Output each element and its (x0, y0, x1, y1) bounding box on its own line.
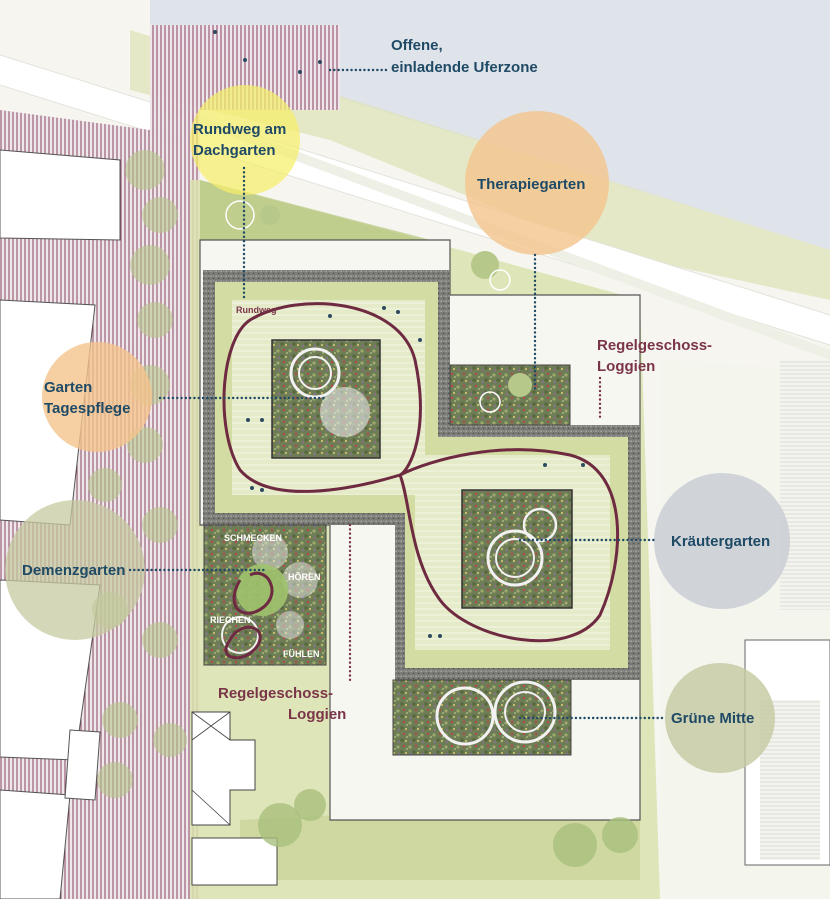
label-rundweg-line2: Dachgarten (193, 142, 276, 159)
south-trees (258, 789, 638, 867)
therapiegarten-bed (449, 364, 571, 426)
leader-lines (128, 68, 667, 720)
label-schmecken: SCHMECKEN (224, 533, 282, 543)
highlight-kraeutergarten (654, 473, 790, 609)
north-trees (225, 200, 532, 413)
label-gruene-mitte: Grüne Mitte (671, 710, 754, 727)
east-neighbour (660, 360, 830, 899)
label-tagespflege-line1: Garten (44, 379, 92, 396)
label-rundweg-line1: Rundweg am (193, 121, 286, 138)
planting-bed-north (271, 339, 381, 459)
label-loggien-top-line2: Loggien (597, 358, 655, 375)
label-riechen: RIECHEN (210, 615, 251, 625)
highlight-demenzgarten (5, 500, 145, 640)
label-loggien-top-line1: Regelgeschoss- (597, 337, 712, 354)
highlight-rundweg (190, 85, 300, 195)
highlight-therapiegarten (465, 111, 609, 255)
label-therapiegarten: Therapiegarten (477, 176, 585, 193)
label-loggien-bottom-line1: Regelgeschoss- (218, 685, 333, 702)
label-uferzone-line1: Offene, (391, 37, 443, 54)
highlight-gruene-mitte (665, 663, 775, 773)
label-loggien-bottom-line2: Loggien (288, 706, 346, 723)
label-uferzone-line2: einladende Uferzone (391, 59, 538, 76)
label-kraeutergarten: Kräutergarten (671, 533, 770, 550)
label-fuehlen: FÜHLEN (283, 649, 320, 659)
people-figures (213, 30, 585, 638)
house-lower-left (191, 711, 278, 886)
rundweg-loop-path (222, 302, 620, 643)
highlight-tagespflege (42, 342, 152, 452)
label-hoeren: HÖREN (288, 572, 321, 582)
label-tagespflege-line2: Tagespflege (44, 400, 130, 417)
planting-bed-south (461, 489, 573, 609)
label-demenzgarten: Demenzgarten (22, 562, 125, 579)
label-rundweg-small: Rundweg (236, 305, 277, 315)
courtyard-gruene-mitte (392, 679, 572, 756)
demenzgarten-bed (203, 524, 327, 666)
